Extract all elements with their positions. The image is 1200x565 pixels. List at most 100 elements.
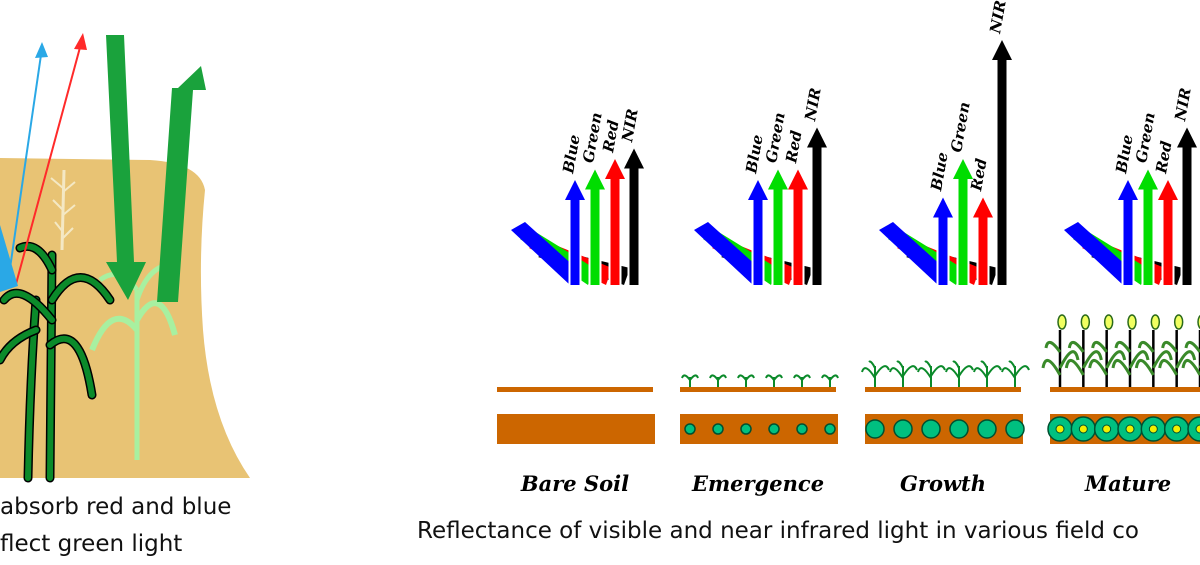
young-plant-leaves <box>1001 360 1030 379</box>
blue-arrow <box>933 197 953 285</box>
red-ray-head <box>74 33 87 50</box>
mature-plant-leaves <box>1041 340 1080 376</box>
dark-plant-leaf <box>0 327 39 363</box>
plant-reflectance-illustration <box>0 33 250 483</box>
blue-label: Blue <box>742 133 767 175</box>
mature-plant <box>1064 314 1103 387</box>
plant-caption-line-1: absorb red and blue <box>0 494 232 520</box>
dark-plant <box>0 241 115 483</box>
seedling-leaves <box>765 374 783 381</box>
young-plant <box>1001 360 1030 387</box>
soil-profile <box>680 387 838 444</box>
soil-surface <box>1050 387 1200 392</box>
incoming-blue-band <box>511 222 576 285</box>
light-plant-leaf <box>89 315 140 352</box>
mature-plant-ear <box>1127 314 1137 330</box>
blue-label: Blue <box>927 151 952 193</box>
mature-plant <box>1158 314 1197 387</box>
mature-plant-leaves <box>1088 340 1127 376</box>
plant-circle <box>768 423 780 435</box>
stage-label-emergence: Emergence <box>691 471 824 496</box>
red-ray-line <box>15 39 83 285</box>
nir-label: NIR <box>986 0 1010 36</box>
seedling <box>709 374 727 387</box>
mature-plant-leaves <box>1181 340 1200 376</box>
red-arrow <box>1158 180 1178 285</box>
green-arrow <box>953 159 973 285</box>
young-plant <box>973 360 1002 387</box>
stage-label-mature: Mature <box>1084 471 1171 496</box>
young-plant-leaves <box>973 360 1002 379</box>
mature-plant-leaves <box>1111 340 1150 376</box>
mature-plant-leaves <box>1134 340 1173 376</box>
nir-label: NIR <box>618 107 642 144</box>
plant-circle <box>977 419 997 439</box>
incoming-blue-arrowhead <box>0 225 18 292</box>
tassel-branch <box>50 177 64 189</box>
soil-surface <box>497 387 653 392</box>
plant-circle-center <box>1078 424 1088 434</box>
seedling <box>765 374 783 387</box>
blue-ray-line <box>7 47 43 283</box>
incoming-blue-band <box>879 222 944 285</box>
tassel-branch <box>62 227 74 239</box>
plant-circle <box>824 423 836 435</box>
red-arrow <box>973 197 993 285</box>
plant-circle <box>893 419 913 439</box>
nir-arrow <box>1177 127 1197 285</box>
plant-circle <box>712 423 724 435</box>
dark-plant-leaf <box>17 243 55 273</box>
mature-plant <box>1041 314 1080 387</box>
nir-arrow <box>624 148 644 285</box>
plant-circle <box>740 423 752 435</box>
dark-plant-leaf <box>25 297 39 481</box>
dark-plant-leaf <box>49 274 113 303</box>
mature-plant-ear <box>1173 314 1184 330</box>
plant-circle <box>796 423 808 435</box>
stage-label-growth: Growth <box>900 471 986 496</box>
plant-circle-center <box>1148 424 1158 434</box>
red-label: Red <box>1152 139 1176 176</box>
soil-surface <box>680 387 836 392</box>
plant-circle-center <box>1125 424 1135 434</box>
dark-plant-leaf <box>1 290 55 323</box>
incoming-blue-band <box>694 222 759 285</box>
seedling <box>681 374 699 387</box>
mature-plant-ear <box>1080 314 1091 330</box>
mature-plant <box>1111 314 1150 387</box>
green-arrow <box>1138 169 1158 285</box>
mature-plant-leaves <box>1158 340 1197 376</box>
soil-profile <box>865 387 1025 444</box>
blue-ray-head <box>35 42 48 58</box>
seedling-leaves <box>681 374 699 381</box>
red-label: Red <box>782 129 806 166</box>
young-plant-leaves <box>889 360 918 379</box>
stage-label-bare-soil: Bare Soil <box>520 471 629 496</box>
plant-circle-center <box>1172 424 1182 434</box>
seedling-leaves <box>793 374 811 381</box>
red-arrow <box>605 159 625 285</box>
plant-circle <box>1005 419 1025 439</box>
dark-plant-leaf <box>47 335 95 398</box>
incoming-blue-band <box>1064 222 1129 285</box>
mature-plant-ear <box>1057 314 1067 330</box>
incoming-green-arrow <box>106 35 146 300</box>
mature-plant-ear <box>1103 314 1114 330</box>
plant-circle <box>921 419 941 439</box>
plant-circle <box>949 419 969 439</box>
green-arrow <box>768 169 788 285</box>
soil-surface <box>865 387 1021 392</box>
nir-label: NIR <box>801 86 825 123</box>
tassel-branch <box>62 204 76 216</box>
main-caption: Reflectance of visible and near infrared… <box>417 518 1139 544</box>
young-plant <box>917 360 946 387</box>
seedling-leaves <box>821 374 839 381</box>
soil-cross-section <box>865 414 1023 444</box>
blue-arrow <box>565 180 585 285</box>
tassel-branch <box>52 199 64 211</box>
nir-label: NIR <box>1171 86 1195 123</box>
mature-plant-leaves <box>1064 340 1103 376</box>
